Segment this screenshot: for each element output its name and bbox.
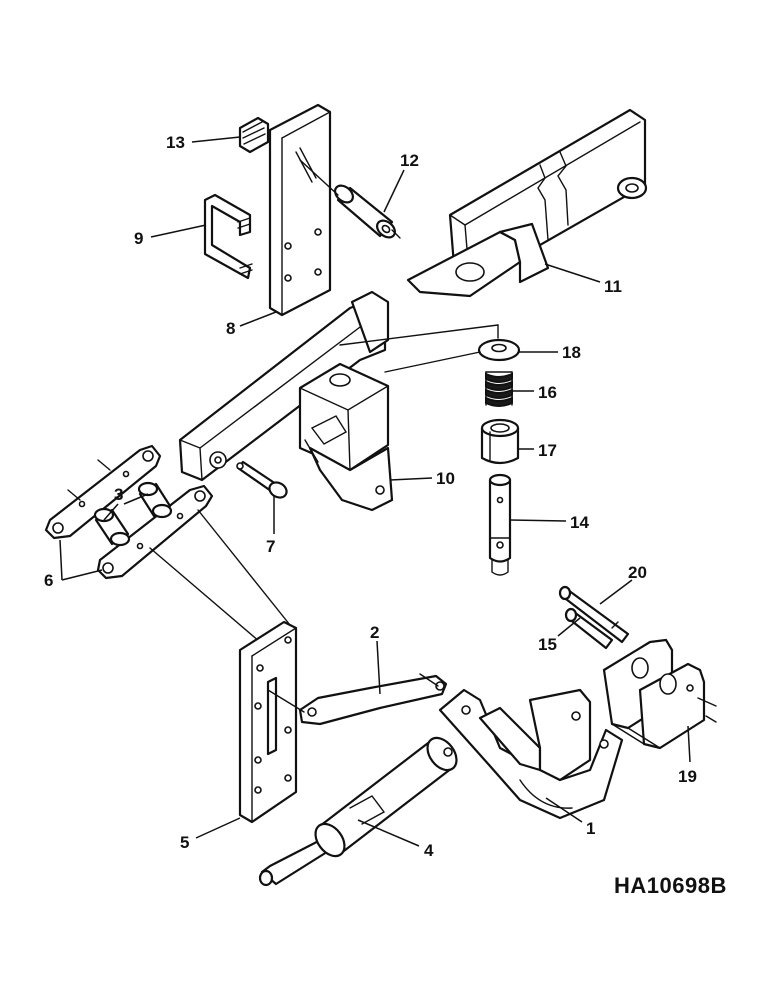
callout-1: 1 (586, 819, 595, 838)
part-4-cylinder (258, 736, 458, 887)
callout-20: 20 (628, 563, 647, 582)
part-10-pivot-bracket (304, 439, 394, 512)
callout-12: 12 (400, 151, 419, 170)
callout-10: 10 (436, 469, 455, 488)
callout-14: 14 (570, 513, 589, 532)
part-19-clevis-bracket (602, 638, 717, 750)
callout-18: 18 (562, 343, 581, 362)
callout-19: 19 (678, 767, 697, 786)
callout-7: 7 (266, 537, 275, 556)
part-6-link-straps (44, 444, 214, 580)
part-5-slotted-plate (238, 620, 298, 824)
callout-8: 8 (226, 319, 235, 338)
part-18-washer (477, 338, 521, 362)
callout-16: 16 (538, 383, 557, 402)
part-17-bushing (480, 418, 520, 465)
callout-11: 11 (604, 277, 622, 296)
part-16-spring (485, 371, 513, 407)
callout-labels: 1 2 3 4 5 6 7 8 9 10 11 12 13 14 15 16 1… (44, 133, 697, 860)
callout-4: 4 (424, 841, 434, 860)
part-11-tube-bracket (406, 108, 648, 298)
part-1-bent-arm (438, 688, 624, 820)
part-14-pin (488, 473, 512, 576)
part-3-spacers (67, 459, 173, 547)
part-9-u-bolt (203, 193, 253, 280)
part-12-spacer-sleeve (299, 159, 401, 239)
assembly-line-lower-2 (197, 509, 291, 626)
part-2-link-bar (267, 673, 448, 726)
callout-13: 13 (166, 133, 185, 152)
leader-lines (59, 136, 691, 847)
callout-2: 2 (370, 623, 379, 642)
callout-9: 9 (134, 229, 143, 248)
callout-17: 17 (538, 441, 557, 460)
callout-6: 6 (44, 571, 53, 590)
callout-15: 15 (538, 635, 557, 654)
part-7-clevis-pin (236, 460, 288, 499)
part-15-pin (564, 607, 614, 650)
assembly-line-lower-1 (149, 547, 261, 643)
assembly-line-top (339, 324, 499, 346)
callout-3: 3 (114, 485, 123, 504)
part-13-square-washer (238, 116, 270, 154)
main-square-tube (178, 290, 390, 482)
callout-5: 5 (180, 833, 189, 852)
part-20-pin (558, 585, 630, 644)
part-8-upper-plate (268, 103, 332, 317)
figure-reference-number: HA10698B (614, 873, 727, 898)
assembly-line-block (384, 351, 481, 373)
